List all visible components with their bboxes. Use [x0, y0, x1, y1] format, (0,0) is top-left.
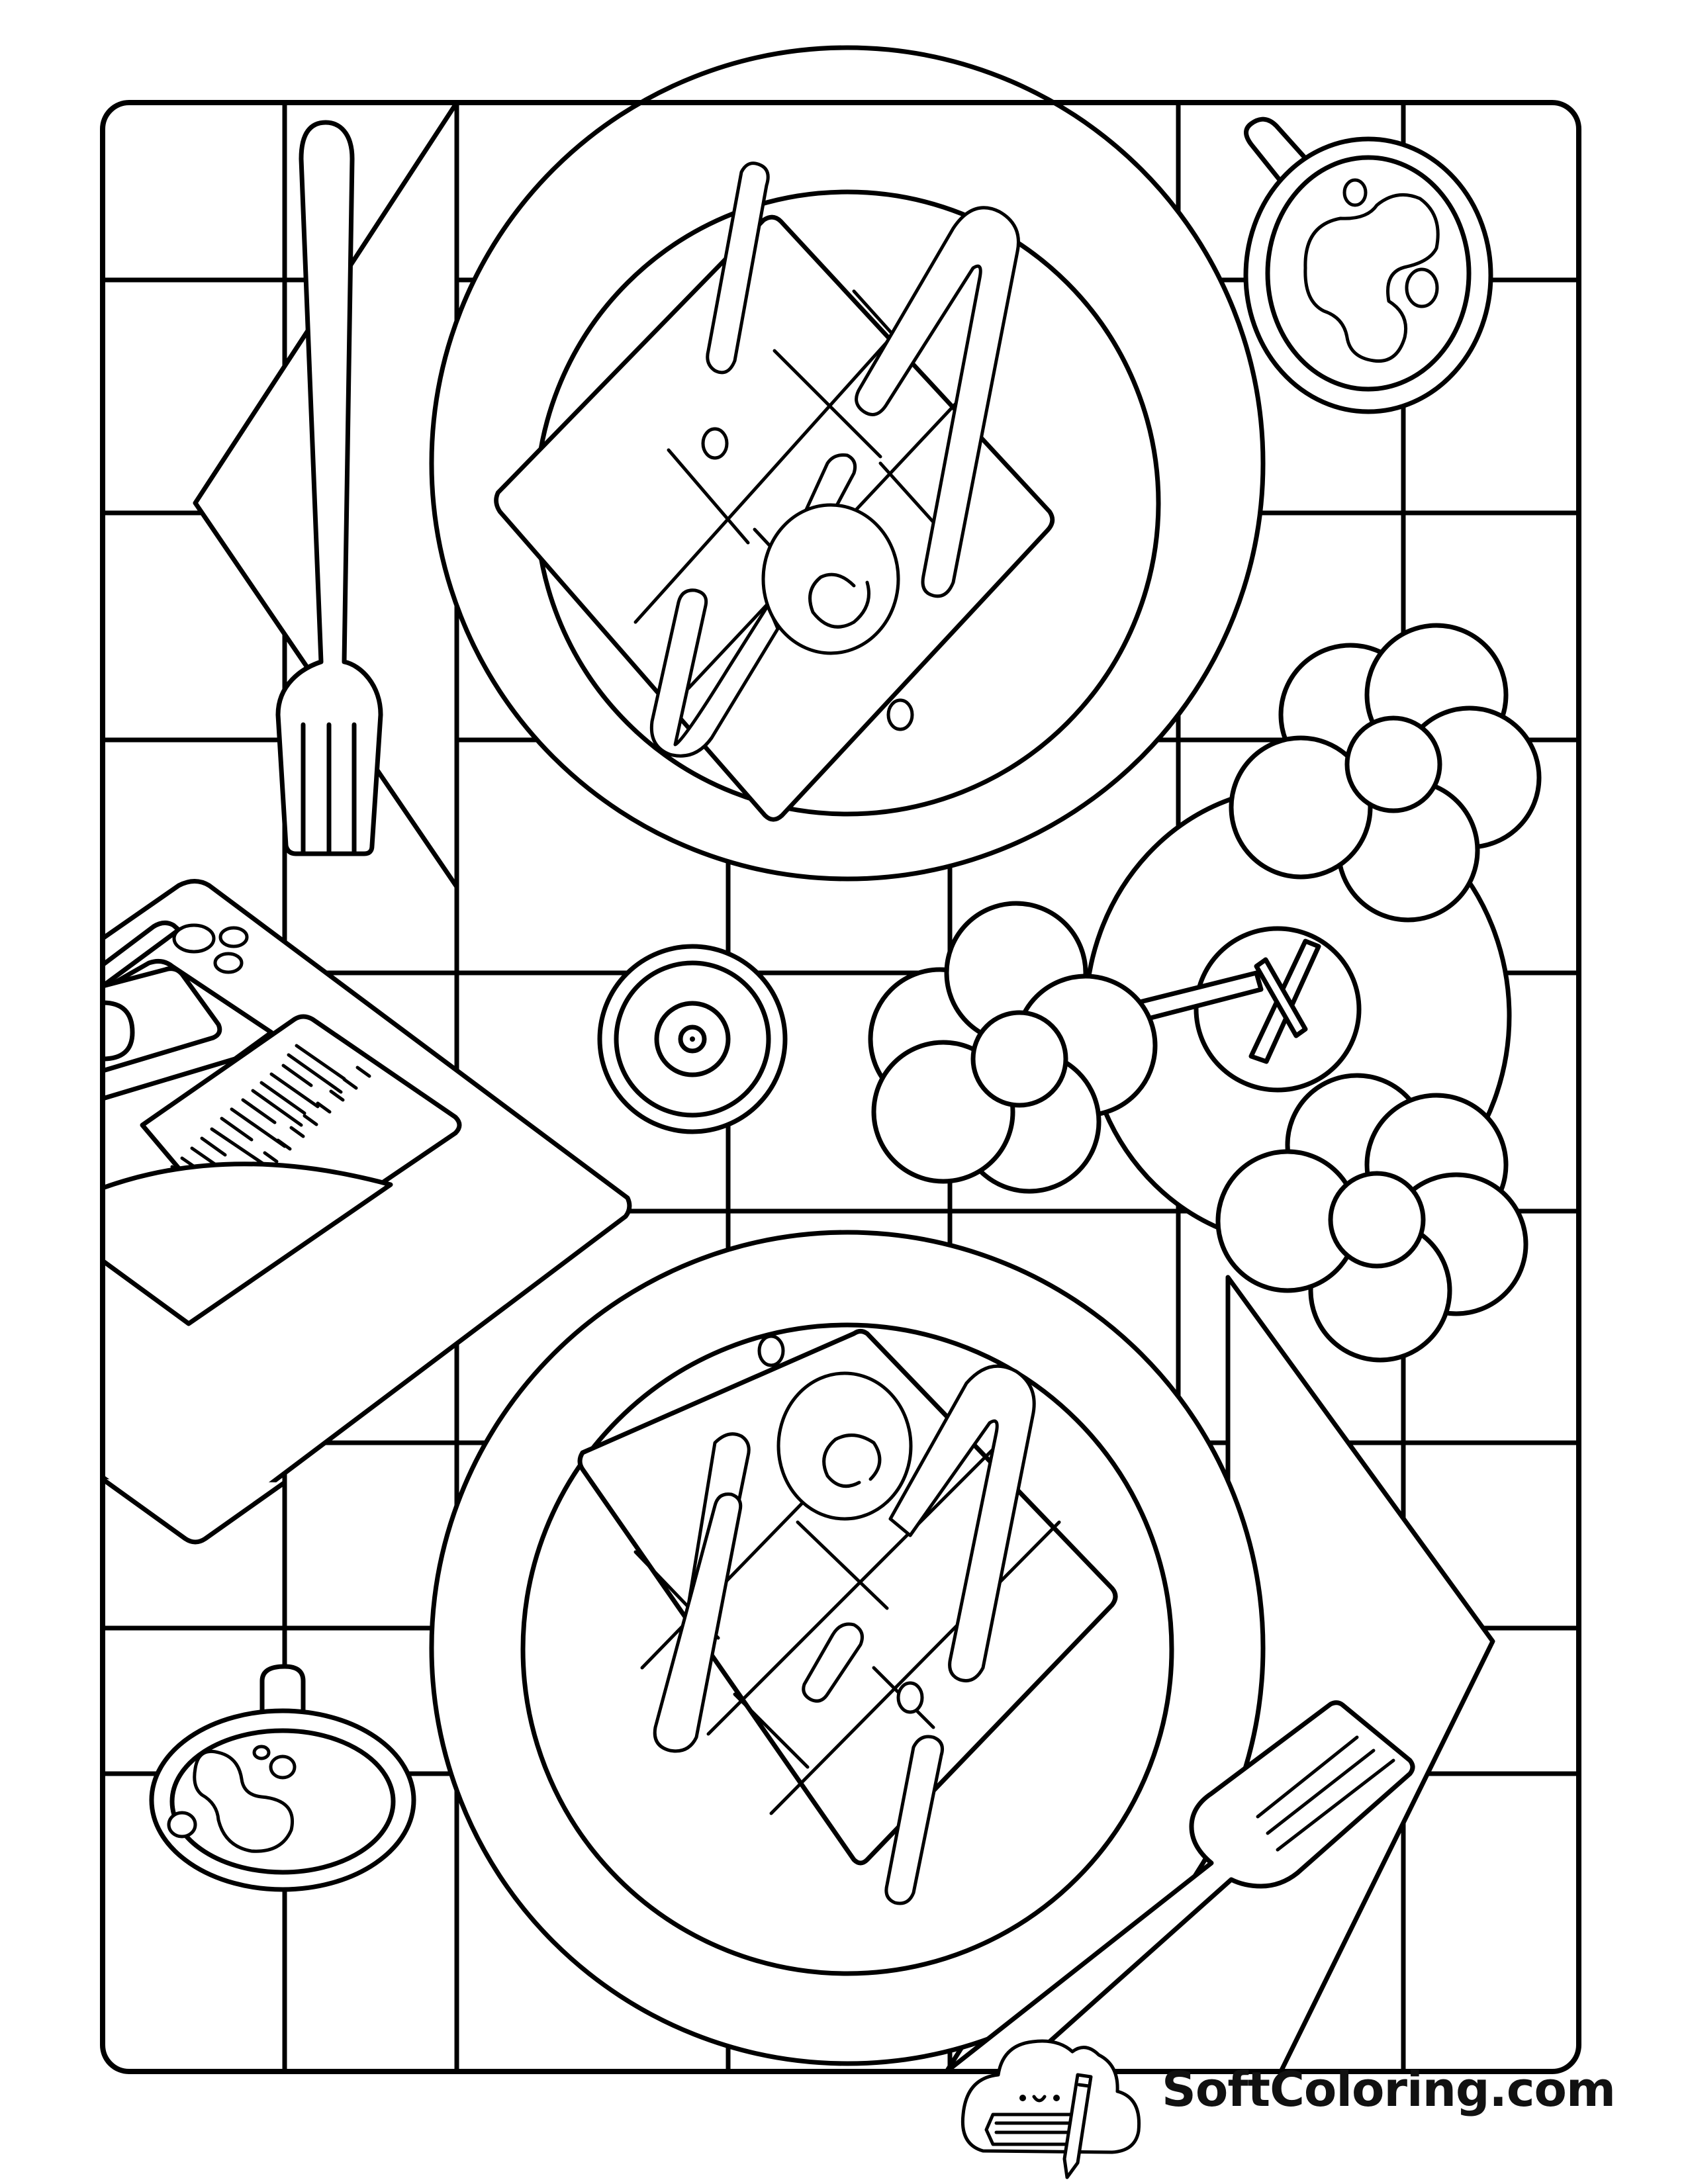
waffle: [494, 214, 1055, 822]
cloud-mascot-logo: [961, 2039, 1141, 2179]
flower-top: [1229, 623, 1542, 923]
top-plate: [429, 45, 1266, 882]
bottom-fork: [944, 1700, 1415, 2074]
menu-booklet: [100, 879, 632, 1541]
napkin-bottom-left-fold: [100, 1477, 287, 1545]
bottom-plate: [429, 1230, 1266, 2066]
bottom-coffee-cup: [149, 1664, 416, 1892]
flower-left: [868, 901, 1158, 1194]
flower-right: [1215, 1073, 1528, 1363]
flower-bouquet: [868, 623, 1542, 1363]
menu-text-lines: [170, 1044, 371, 1185]
watermark-text: SoftColoring.com: [1162, 2062, 1616, 2117]
top-coffee-cup: [1243, 116, 1493, 414]
page-border: [100, 100, 1581, 2074]
top-fork: [275, 120, 383, 856]
candle-holder: [597, 944, 788, 1134]
